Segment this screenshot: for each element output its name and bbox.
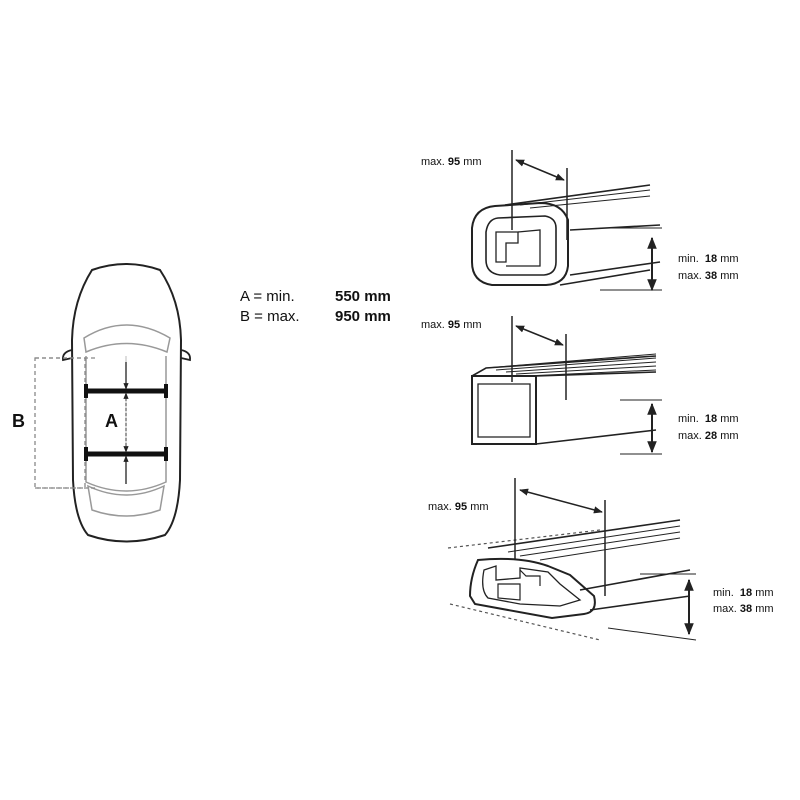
profile-3-width-label: max. 95 mm [428,502,489,513]
car-rear-window [87,484,165,517]
crossbar-rear [84,447,168,461]
profile-1-width-prefix: max. [421,156,445,168]
profile-1-width-label: max. 95 mm [421,157,482,168]
profile-2-max-label: max. 28 mm [678,431,739,442]
spec-row-b-value: 950 mm [335,308,391,325]
profile-square-tube-drawing [471,316,662,455]
profile-3-min-label: min. 18 mm [713,588,774,599]
profile-2-width-label: max. 95 mm [421,320,482,331]
profile-1-min-prefix: min. [678,253,699,265]
car-mirror-right [180,349,191,362]
label-b: B [12,411,25,431]
profile-1-max-value: 38 [704,270,718,282]
car-windshield [83,324,171,354]
profile-2-max-unit: mm [720,430,739,442]
profile-2-max-prefix: max. [678,430,702,442]
profile-1-min-value: 18 [704,253,718,265]
profile-oval-tube-drawing [471,150,662,292]
profile-1-max-unit: mm [720,270,739,282]
spec-row-b: B = max. 950 mm [240,308,420,326]
profile-1-min-label: min. 18 mm [678,254,739,265]
profile-3-max-prefix: max. [713,603,737,615]
profile-3-width-value: 95 [454,501,468,513]
car-top-view [62,263,191,543]
profile-1-max-label: max. 38 mm [678,271,739,282]
profile-3-max-label: max. 38 mm [713,604,774,615]
spec-row-a: A = min. 550 mm [240,288,420,306]
profile-2-width-unit: mm [463,319,482,331]
profile-2-min-prefix: min. [678,413,699,425]
profile-2-width-value: 95 [447,319,461,331]
profile-2-width-prefix: max. [421,319,445,331]
profile-2-max-value: 28 [704,430,718,442]
car-cabin [85,356,167,492]
profile-1-width-unit: mm [463,156,482,168]
profile-3-min-prefix: min. [713,587,734,599]
profile-1-max-prefix: max. [678,270,702,282]
crossbar-front [84,384,168,398]
profile-3-max-value: 38 [739,603,753,615]
profile-1-width-value: 95 [447,156,461,168]
car-body-outline [70,263,183,543]
profile-aero-wing-drawing [447,478,697,641]
b-dashed-outline [34,357,86,489]
label-a: A [105,411,118,431]
profile-3-width-prefix: max. [428,501,452,513]
profile-3-max-unit: mm [755,603,774,615]
spec-block: A = min. 550 mm B = max. 950 mm [240,288,420,328]
profile-2-min-unit: mm [720,413,739,425]
profile-3-width-unit: mm [470,501,489,513]
spec-row-a-value: 550 mm [335,288,391,305]
profile-2-min-value: 18 [704,413,718,425]
profile-1-min-unit: mm [720,253,739,265]
spec-row-b-key: B = max. [240,308,300,325]
car-mirror-left [62,349,73,362]
spec-row-a-key: A = min. [240,288,295,305]
profile-3-min-value: 18 [739,587,753,599]
profile-3-min-unit: mm [755,587,774,599]
profile-2-min-label: min. 18 mm [678,414,739,425]
